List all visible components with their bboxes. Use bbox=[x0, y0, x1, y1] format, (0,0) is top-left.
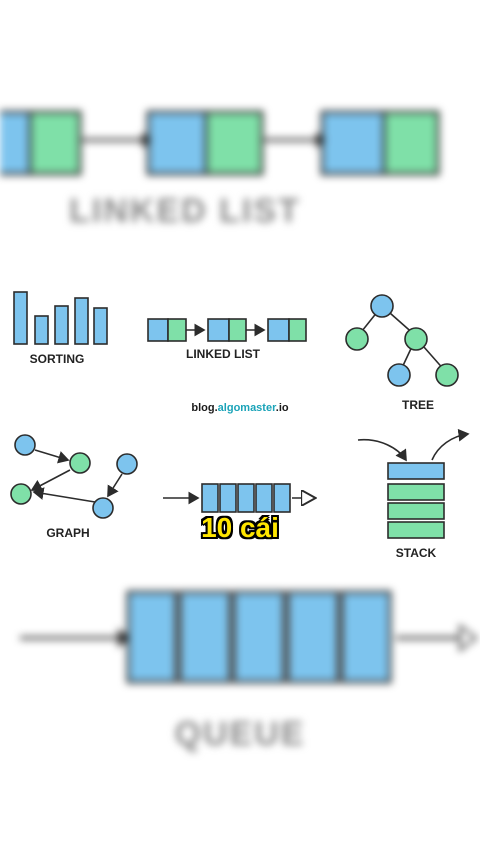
data-structures-diagram: SORTING LINKED LIST TREE bbox=[10, 291, 470, 560]
tree-diagram bbox=[345, 294, 459, 387]
watermark: blog.algomaster.io bbox=[0, 402, 480, 414]
queue-diagram bbox=[163, 483, 314, 513]
stack-label: STACK bbox=[396, 546, 437, 560]
blurred-title: LINKED LIST bbox=[69, 192, 301, 230]
watermark-suffix: .io bbox=[275, 402, 289, 414]
watermark-prefix: blog. bbox=[191, 402, 218, 414]
graph-diagram bbox=[10, 434, 138, 519]
subtitle-caption: 10 cái bbox=[201, 512, 279, 543]
linked-list-diagram bbox=[147, 318, 307, 342]
blurred-linked-list-background: LINKED LIST bbox=[0, 0, 480, 260]
sorting-label: SORTING bbox=[30, 352, 85, 366]
stack-diagram bbox=[357, 428, 470, 539]
sorting-diagram bbox=[13, 291, 108, 345]
graph-label: GRAPH bbox=[46, 526, 89, 540]
tree-label: TREE bbox=[402, 398, 434, 412]
linked-list-label: LINKED LIST bbox=[186, 347, 261, 361]
blurred-title: QUEUE bbox=[175, 715, 306, 753]
blurred-queue-background: QUEUE bbox=[0, 570, 480, 800]
watermark-brand: algomaster bbox=[217, 402, 276, 414]
